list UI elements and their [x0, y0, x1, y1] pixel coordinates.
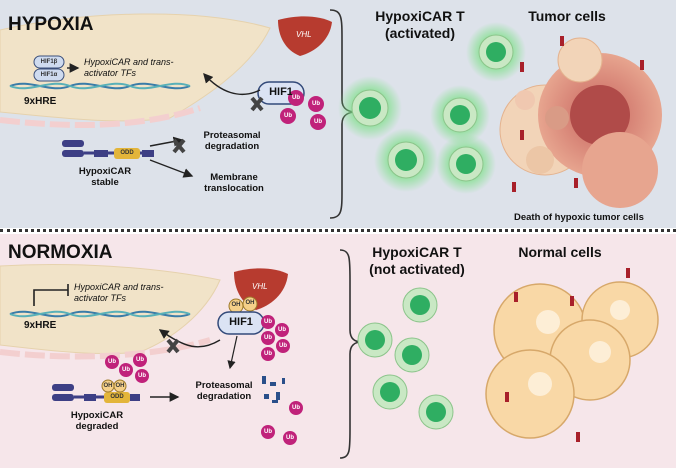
cart-inactive-label: HypoxiCAR T (not activated) — [369, 244, 465, 277]
ub-9: Ub — [264, 351, 272, 357]
hypoxicar-construct-2 — [52, 379, 140, 403]
hypoxicar-degraded-label: HypoxiCAR degraded — [70, 410, 124, 432]
hre-label: 9xHRE — [24, 96, 57, 107]
ub-10: Ub — [108, 359, 116, 365]
ub-16: Ub — [286, 435, 294, 441]
hif1b-label: HIF1β — [40, 59, 58, 65]
brace-2 — [339, 249, 363, 459]
ub-13: Ub — [138, 373, 146, 379]
dna-helix-icon-2 — [9, 310, 191, 318]
membrane-label: Membrane translocation — [204, 172, 264, 194]
block-x-icon-3 — [166, 338, 180, 354]
odd-label-2: ODD — [110, 394, 124, 400]
inactive-t-cells — [357, 287, 454, 430]
activated-t-cells — [338, 22, 526, 194]
nucleus-shape — [0, 13, 271, 122]
tumor-label: Tumor cells — [528, 8, 606, 24]
oh-label-1: OH — [231, 302, 241, 308]
hif1b-box — [33, 55, 65, 69]
normal-cells — [485, 281, 659, 439]
panel-divider — [0, 229, 676, 232]
vhl-shape — [278, 16, 332, 56]
nucleus-shape-2 — [0, 264, 221, 355]
fragments-icon — [262, 376, 285, 403]
block-x-icon — [250, 96, 264, 112]
vhl-label-2: VHL — [252, 282, 268, 291]
oh-label-3: OH — [103, 383, 113, 389]
hif1-label: HIF1 — [269, 86, 293, 98]
dna-helix-icon — [9, 82, 191, 90]
hypoxicar-stable-label: HypoxiCAR stable — [78, 166, 132, 188]
ub-11: Ub — [122, 367, 130, 373]
ub-5: Ub — [264, 319, 272, 325]
normal-label: Normal cells — [518, 244, 602, 260]
gene-text-2: HypoxiCAR and trans-activator TFs — [74, 282, 164, 303]
oh-label-4: OH — [115, 383, 125, 389]
ub-7: Ub — [264, 335, 272, 341]
vhl-label: VHL — [296, 30, 312, 39]
odd-label: ODD — [120, 150, 134, 156]
hypoxicar-construct — [62, 140, 154, 159]
ub-4: Ub — [314, 119, 322, 125]
block-x-icon-2 — [172, 138, 186, 154]
hypoxia-title: HYPOXIA — [8, 14, 94, 35]
cart-activated-label: HypoxiCAR T (activated) — [375, 8, 465, 41]
proteasomal-label: Proteasomal degradation — [203, 130, 261, 152]
proteasomal-label-2: Proteasomal degradation — [195, 380, 253, 402]
ub-6: Ub — [278, 327, 286, 333]
ub-14: Ub — [292, 405, 300, 411]
ub-1: Ub — [292, 95, 300, 101]
oh-label-2: OH — [245, 300, 255, 306]
tumor-cells — [499, 37, 662, 208]
hif1a-box — [33, 68, 65, 82]
hif1a-label: HIF1α — [40, 72, 58, 78]
normoxia-title: NORMOXIA — [8, 242, 113, 263]
death-label: Death of hypoxic tumor cells — [514, 212, 644, 223]
ub-12: Ub — [136, 357, 144, 363]
ub-3: Ub — [284, 113, 292, 119]
hif1-label-2: HIF1 — [229, 316, 253, 328]
gene-text: HypoxiCAR and trans-activator TFs — [84, 57, 174, 78]
ub-15: Ub — [264, 429, 272, 435]
ub-8: Ub — [279, 343, 287, 349]
hre-label-2: 9xHRE — [24, 320, 57, 331]
ub-2: Ub — [312, 101, 320, 107]
